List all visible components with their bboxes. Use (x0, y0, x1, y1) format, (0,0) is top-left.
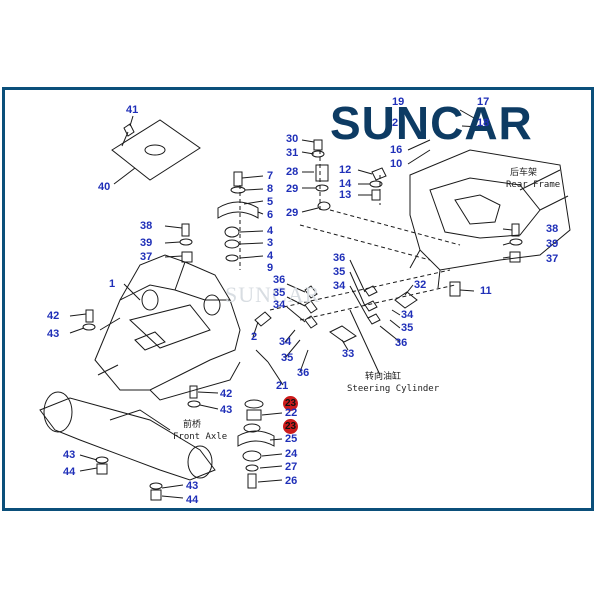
part-number-14: 14 (339, 178, 352, 190)
part-number-34: 34 (401, 309, 414, 321)
part-number-33: 33 (342, 348, 355, 360)
part-number-39: 39 (546, 238, 559, 250)
part-number-36: 36 (273, 274, 286, 286)
part-number-13: 13 (339, 189, 352, 201)
part-number-35: 35 (401, 322, 414, 334)
rear-frame-en-label: Rear Frame (506, 180, 561, 190)
part-number-34: 34 (333, 280, 346, 292)
bracket-6 (217, 201, 259, 219)
part-number-4: 4 (267, 225, 274, 237)
part-number-2: 2 (251, 331, 258, 343)
part-number-29: 29 (286, 207, 299, 219)
front-axle (39, 397, 216, 481)
part-number-39: 39 (140, 237, 153, 249)
watermark: SUNCAR (225, 282, 321, 307)
spacer-4 (224, 226, 240, 238)
part-number-40: 40 (98, 181, 111, 193)
part-number-43: 43 (63, 449, 76, 461)
brand-logo: SUNCAR (330, 98, 533, 148)
cover-plate (111, 119, 201, 181)
steering-cn-label: 转向油缸 (365, 372, 402, 382)
part-number-21: 21 (276, 380, 289, 392)
highlighted-part-23: 23 (283, 419, 298, 434)
part-number-12: 12 (339, 164, 352, 176)
part-number-43: 43 (186, 480, 199, 492)
part-number-1: 1 (109, 278, 116, 290)
part-number-37: 37 (546, 253, 559, 265)
part-number-44: 44 (63, 466, 76, 478)
part-number-17: 17 (477, 96, 490, 108)
front-frame (94, 284, 241, 391)
part-number-8: 8 (267, 183, 274, 195)
part-number-43: 43 (47, 328, 60, 340)
bolt-7 (233, 171, 243, 187)
part-number-35: 35 (281, 352, 294, 364)
rear-frame (409, 149, 571, 271)
front-axle-cn-label: 前桥 (183, 420, 202, 430)
part-number-30: 30 (286, 133, 299, 145)
washer-8 (230, 186, 246, 194)
part-number-24: 24 (285, 448, 298, 460)
highlighted-part-23: 23 (283, 396, 298, 411)
part-number-43: 43 (220, 404, 233, 416)
part-number-27: 27 (285, 461, 298, 473)
part-number-34: 34 (273, 299, 286, 311)
part-number-25: 25 (285, 433, 298, 445)
part-number-35: 35 (333, 266, 346, 278)
part-number-3: 3 (267, 237, 274, 249)
part-number-42: 42 (47, 310, 60, 322)
part-number-44: 44 (186, 494, 199, 506)
part-number-36: 36 (297, 367, 310, 379)
part-number-36: 36 (333, 252, 346, 264)
diagram-frame (2, 87, 594, 511)
rear-frame-cn-label: 后车架 (510, 168, 538, 178)
part-number-36: 36 (395, 337, 408, 349)
part-number-38: 38 (140, 220, 153, 232)
cover-hole (144, 144, 166, 156)
part-number-37: 37 (140, 251, 153, 263)
part-number-38: 38 (546, 223, 559, 235)
part-number-32: 32 (414, 279, 427, 291)
part-number-31: 31 (286, 147, 299, 159)
part-number-18: 18 (477, 117, 490, 129)
part-number-28: 28 (286, 166, 299, 178)
part-number-6: 6 (267, 209, 274, 221)
part-number-42: 42 (220, 388, 233, 400)
part-number-35: 35 (273, 287, 286, 299)
part-number-2: 2 (392, 117, 399, 129)
steering-en-label: Steering Cylinder (347, 384, 440, 394)
spacer-3 (224, 239, 240, 249)
bolt-41 (121, 123, 135, 147)
part-number-16: 16 (390, 144, 403, 156)
part-number-34: 34 (279, 336, 292, 348)
part-number-26: 26 (285, 475, 298, 487)
brand-text: SUNCAR (330, 97, 533, 149)
part-number-7: 7 (267, 170, 274, 182)
part-number-22: 22 (285, 407, 298, 419)
part-number-4: 4 (267, 250, 274, 262)
part-number-9: 9 (267, 262, 274, 274)
front-axle-en-label: Front Axle (173, 432, 228, 442)
part-number-41: 41 (126, 104, 139, 116)
washer-9 (225, 254, 239, 262)
part-number-29: 29 (286, 183, 299, 195)
part-number-19: 19 (392, 96, 405, 108)
part-number-5: 5 (267, 196, 274, 208)
part-number-11: 11 (480, 285, 492, 297)
part-number-10: 10 (390, 158, 403, 170)
